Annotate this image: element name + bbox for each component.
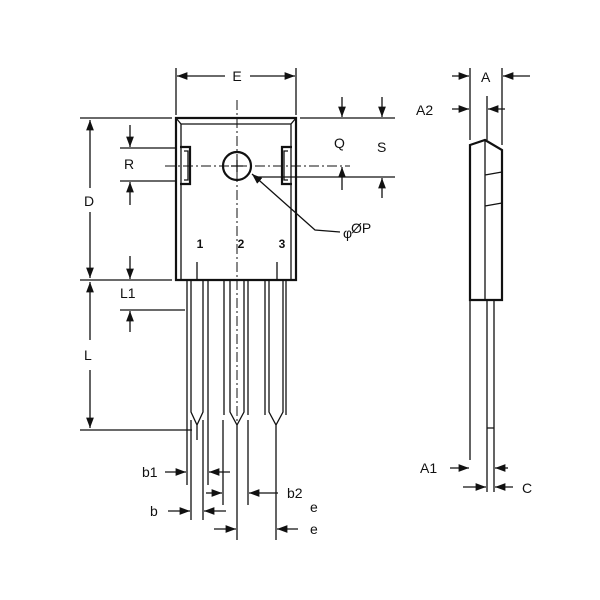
dimension-label-A1: A1 bbox=[420, 460, 437, 476]
dimension-label-b: b bbox=[150, 503, 158, 519]
dimension-label-L1: L1 bbox=[120, 285, 136, 301]
dimension-side bbox=[450, 68, 530, 492]
dimension-label-C: C bbox=[522, 480, 532, 496]
dimension-D-L bbox=[80, 117, 192, 431]
dimension-label-E: E bbox=[232, 68, 241, 84]
dimension-label-A2: A2 bbox=[416, 102, 433, 118]
dimension-E bbox=[175, 68, 297, 115]
dimension-label-Q: Q bbox=[334, 135, 345, 151]
dimension-leads bbox=[165, 420, 298, 540]
dimension-label-S: S bbox=[377, 139, 386, 155]
dimension-label-e-lower: e bbox=[310, 521, 318, 537]
dimension-label-D: D bbox=[84, 193, 94, 209]
pin-label-2: 2 bbox=[238, 237, 245, 251]
pin-label-1: 1 bbox=[197, 237, 204, 251]
dimension-label-A: A bbox=[481, 69, 491, 85]
dimension-label-b1: b1 bbox=[142, 464, 158, 480]
package-body-side bbox=[468, 138, 504, 445]
dimension-label-R: R bbox=[124, 156, 134, 172]
dimension-label-L: L bbox=[84, 347, 92, 363]
leads-front bbox=[186, 280, 287, 440]
dimension-label-P: ØP bbox=[351, 220, 371, 236]
dimension-label-P-prefix: φ bbox=[343, 225, 352, 241]
pin-label-3: 3 bbox=[279, 237, 286, 251]
dimension-label-e-upper: e bbox=[310, 499, 318, 515]
dimension-label-b2: b2 bbox=[287, 485, 303, 501]
dimension-Q-S bbox=[251, 97, 395, 233]
package-body-front bbox=[165, 100, 350, 540]
